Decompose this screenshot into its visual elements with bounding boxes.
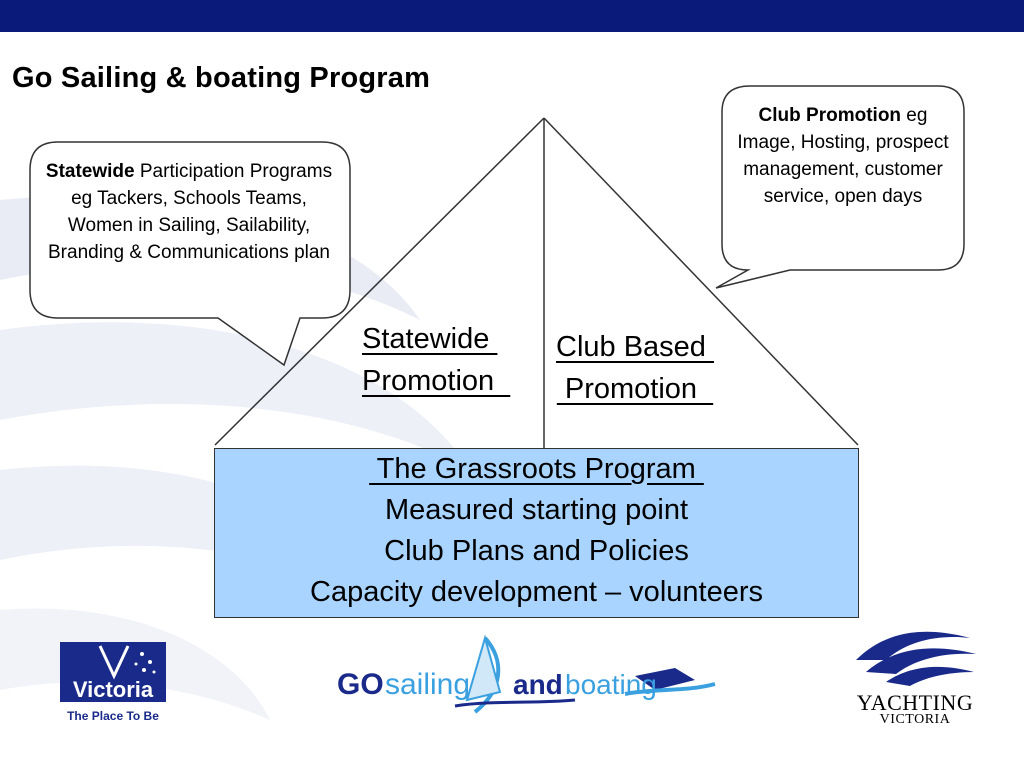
club-based-promotion-label: Club Based Promotion bbox=[556, 326, 714, 410]
left-callout-bubble bbox=[29, 141, 351, 367]
left-callout-bold: Statewide bbox=[45, 161, 135, 182]
yachting-victoria-wordmark: YACHTING VICTORIA bbox=[846, 690, 984, 728]
right-callout-body: eg Image, Hosting, prospect management, … bbox=[737, 105, 949, 207]
club-based-promotion-line1: Club Based bbox=[556, 331, 714, 363]
right-callout-bold: Club Promotion bbox=[758, 105, 902, 126]
statewide-promotion-line2: Promotion bbox=[362, 365, 511, 397]
right-callout-bubble bbox=[715, 85, 965, 289]
club-plans-line: Club Plans and Policies bbox=[384, 535, 689, 567]
sailing-text: sailing bbox=[385, 668, 470, 701]
roof-right-edge bbox=[543, 117, 859, 446]
club-based-promotion-line2: Promotion bbox=[556, 373, 714, 405]
grassroots-program-heading: The Grassroots Program bbox=[369, 453, 704, 485]
grassroots-program-box: The Grassroots Program Measured starting… bbox=[214, 448, 859, 618]
victoria-logo-tagline: The Place To Be bbox=[67, 709, 159, 723]
victoria-word: VICTORIA bbox=[879, 712, 951, 727]
top-banner-bar bbox=[0, 0, 1024, 32]
victoria-logo-word: Victoria bbox=[73, 677, 154, 702]
slide-title: Go Sailing & boating Program bbox=[12, 62, 431, 94]
go-text: GO bbox=[337, 668, 384, 701]
statewide-promotion-line1: Statewide bbox=[362, 323, 498, 355]
yachting-victoria-logo bbox=[856, 631, 976, 686]
left-callout-body: Participation Programs eg Tackers, Schoo… bbox=[48, 161, 333, 263]
statewide-promotion-label: Statewide Promotion bbox=[362, 318, 510, 402]
go-sailing-and-boating-logo: GO sailing and boating bbox=[337, 634, 716, 714]
capacity-development-line: Capacity development – volunteers bbox=[310, 576, 763, 608]
measured-starting-point-line: Measured starting point bbox=[384, 494, 689, 526]
left-callout-text: Statewide Participation Programs eg Tack… bbox=[40, 158, 338, 266]
and-text: and bbox=[513, 669, 563, 700]
roof-left-edge bbox=[214, 117, 545, 446]
victoria-logo: Victoria The Place To Be bbox=[60, 642, 166, 723]
yachting-word: YACHTING bbox=[856, 690, 974, 715]
boating-text: boating bbox=[565, 669, 657, 700]
right-callout-text: Club Promotion eg Image, Hosting, prospe… bbox=[734, 102, 952, 210]
